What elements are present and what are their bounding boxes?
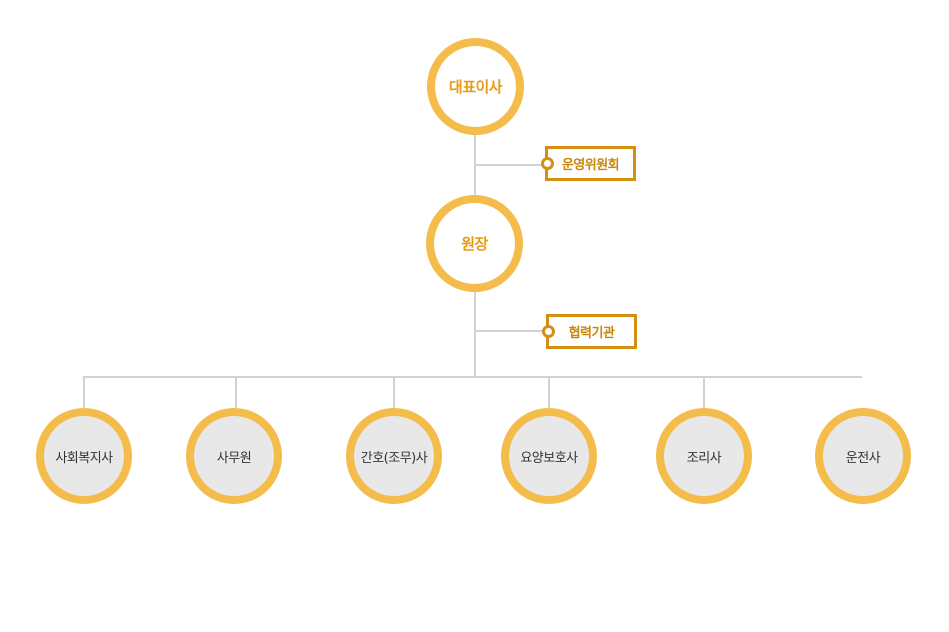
tag-committee-label: 운영위원회 <box>561 158 620 173</box>
connector-drop-cook <box>703 376 705 410</box>
node-staff-label: 조리사 <box>686 450 722 466</box>
connector-staff-bus <box>83 376 862 378</box>
connector-drop-social-worker <box>83 376 85 410</box>
node-staff-caregiver: 요양보호사 <box>501 408 597 504</box>
tag-partner-dot <box>542 325 555 338</box>
node-staff-label: 운전사 <box>845 450 881 466</box>
node-director: 원장 <box>426 195 523 292</box>
connector-committee <box>475 164 543 166</box>
node-ceo-label: 대표이사 <box>448 78 503 96</box>
tag-committee: 운영위원회 <box>545 146 636 181</box>
node-staff-driver: 운전사 <box>815 408 911 504</box>
node-staff-label: 사회복지사 <box>55 450 113 466</box>
node-staff-label: 간호(조무)사 <box>360 450 428 466</box>
node-director-label: 원장 <box>461 235 488 253</box>
connector-drop-nurse <box>393 376 395 410</box>
node-staff-social-worker: 사회복지사 <box>36 408 132 504</box>
connector-director-staff <box>474 290 476 377</box>
connector-partner <box>475 330 545 332</box>
node-staff-label: 사무원 <box>216 450 252 466</box>
tag-committee-dot <box>541 157 554 170</box>
node-ceo: 대표이사 <box>427 38 524 135</box>
connector-drop-clerk <box>235 376 237 410</box>
tag-partner-label: 협력기관 <box>568 326 615 341</box>
node-staff-nurse: 간호(조무)사 <box>346 408 442 504</box>
node-staff-label: 요양보호사 <box>520 450 578 466</box>
tag-partner: 협력기관 <box>546 314 637 349</box>
node-staff-cook: 조리사 <box>656 408 752 504</box>
node-staff-clerk: 사무원 <box>186 408 282 504</box>
connector-drop-caregiver <box>548 376 550 410</box>
